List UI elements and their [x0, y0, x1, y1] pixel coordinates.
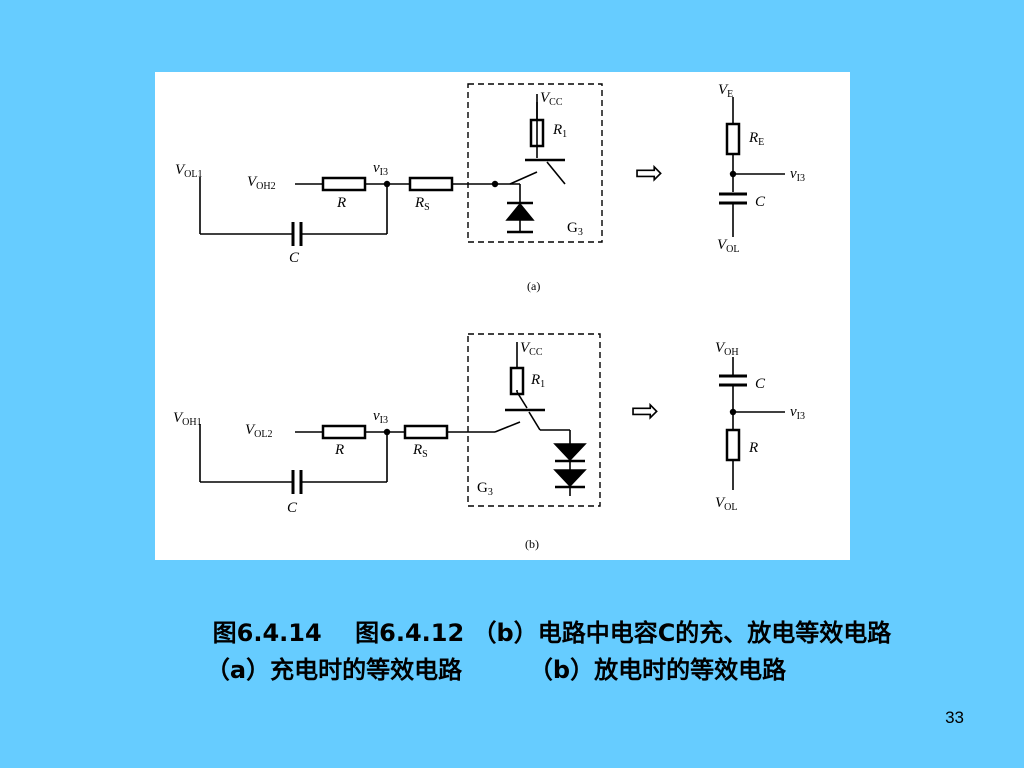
eq-top-label-b: VOH — [715, 340, 739, 358]
r-label-a: R — [336, 195, 346, 211]
r1-label-a: R1 — [552, 122, 567, 140]
rs-label-a: RS — [414, 195, 430, 213]
circuit-figure: ⇨ ⇨ VCC R1 VOL1 VOH2 vI3 R RS C G3 VE RE… — [155, 72, 850, 560]
r1-label-b: R1 — [530, 372, 545, 390]
vcc-label-a: VCC — [540, 90, 563, 108]
vi3-label-b: vI3 — [373, 408, 388, 426]
eq-c-label-b: C — [755, 376, 766, 392]
voh1-label-b: VOH1 — [173, 410, 202, 428]
eq-vi-label-b: vI3 — [790, 404, 805, 422]
figure-caption-subtitles: （a）充电时的等效电路 （b）放电时的等效电路 — [205, 656, 787, 684]
r-label-b: R — [334, 442, 344, 458]
subfigure-label-b: (b) — [525, 537, 539, 551]
eq-vi-label-a: vI3 — [790, 166, 805, 184]
gate-label-b: G3 — [477, 480, 493, 498]
eq-bottom-label-b: VOL — [715, 495, 738, 513]
eq-top-label-a: VE — [718, 82, 733, 100]
c-label-a: C — [289, 250, 300, 266]
vcc-label-b: VCC — [520, 340, 543, 358]
transform-arrow-a: ⇨ — [635, 155, 664, 192]
voh2-label-a: VOH2 — [247, 174, 276, 192]
eq-r-label-b: R — [748, 440, 758, 456]
circuit-diagram: ⇨ ⇨ VCC R1 VOL1 VOH2 vI3 R RS C G3 VE RE… — [173, 82, 805, 551]
eq-r-label-a: RE — [748, 130, 764, 148]
vol1-label-a: VOL1 — [175, 162, 203, 180]
subfigure-label-a: (a) — [527, 279, 540, 293]
page-number: 33 — [945, 708, 964, 727]
figure-caption-title: 图6.4.14 图6.4.12 （b）电路中电容C的充、放电等效电路 — [212, 619, 892, 647]
transform-arrow-b: ⇨ — [631, 393, 660, 430]
eq-c-label-a: C — [755, 194, 766, 210]
gate-label-a: G3 — [567, 220, 583, 238]
vol2-label-b: VOL2 — [245, 422, 273, 440]
vi3-label-a: vI3 — [373, 160, 388, 178]
eq-bottom-label-a: VOL — [717, 237, 740, 255]
rs-label-b: RS — [412, 442, 428, 460]
c-label-b: C — [287, 500, 298, 516]
